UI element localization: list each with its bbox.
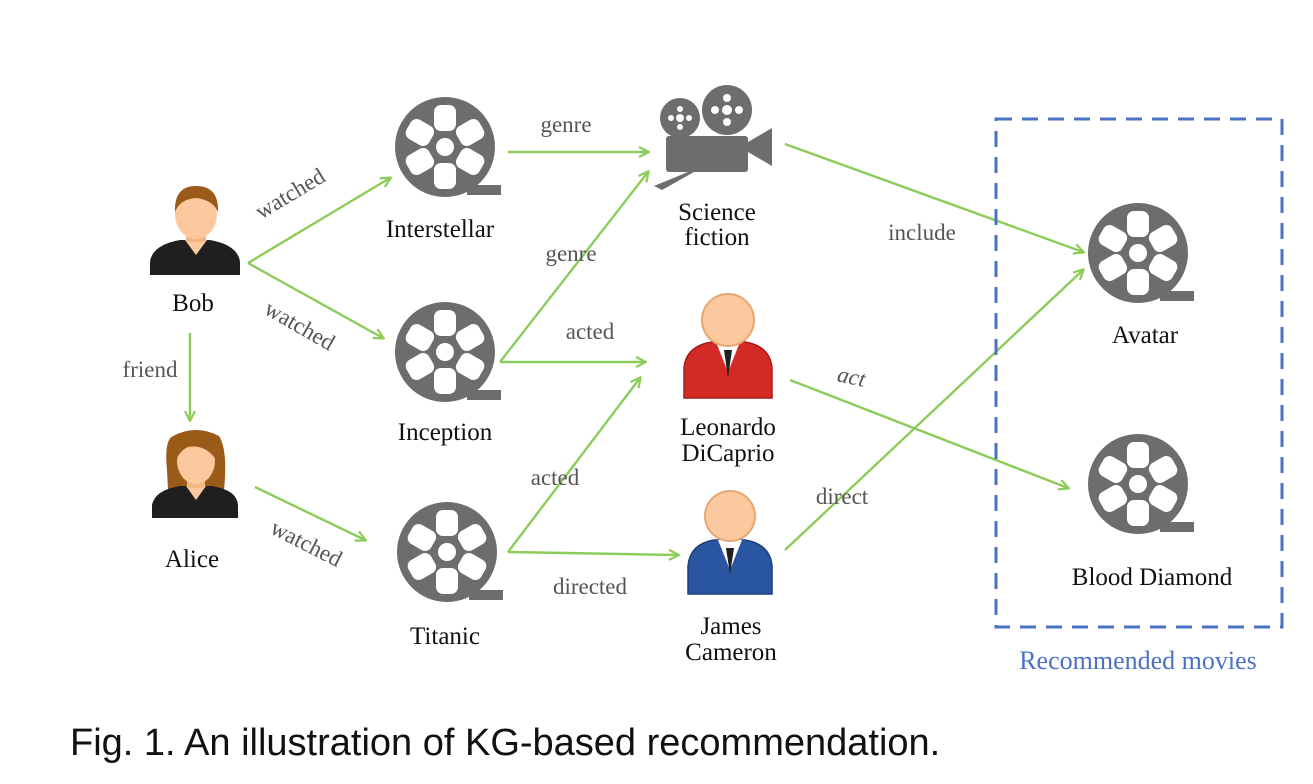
science-fiction-label-line1: Science — [678, 199, 756, 226]
edge-alice-titanic — [254, 485, 365, 540]
inception-node: Inception — [395, 302, 501, 446]
film-reel-icon — [1088, 203, 1194, 303]
alice-label: Alice — [165, 546, 219, 573]
edge-label-james-avatar: direct — [816, 484, 869, 509]
edge-inception-scifi — [499, 172, 648, 363]
film-reel-icon — [395, 97, 501, 197]
titanic-node: Titanic — [397, 502, 503, 650]
person-blue-suit-icon — [687, 490, 773, 595]
edge-label-bob-inception: watched — [260, 296, 339, 356]
edge-label-scifi-avatar: include — [888, 220, 956, 245]
science-fiction-label-line2: fiction — [684, 224, 750, 251]
leonardo-label-line2: DiCaprio — [681, 440, 774, 467]
recommended-box — [994, 117, 1284, 629]
film-reel-icon — [397, 502, 503, 602]
interstellar-node: Interstellar — [386, 97, 501, 243]
film-reel-icon — [395, 302, 501, 402]
james-label-line2: Cameron — [685, 639, 777, 666]
avatar-label: Avatar — [1112, 322, 1179, 349]
edge-label-inception-scifi: genre — [545, 241, 596, 266]
interstellar-label: Interstellar — [386, 216, 495, 243]
film-reel-icon — [1088, 434, 1194, 534]
inception-label: Inception — [398, 419, 493, 446]
edges — [190, 142, 1083, 555]
edge-label-interstellar-scifi: genre — [540, 112, 591, 137]
user-female-icon — [152, 430, 238, 518]
leonardo-label-line1: Leonardo — [680, 414, 776, 441]
science-fiction-node: Science fiction — [654, 85, 772, 251]
alice-node: Alice — [152, 430, 238, 573]
edge-bob-inception — [247, 261, 383, 338]
recommended-box-label: Recommended movies — [1019, 646, 1257, 675]
bob-label: Bob — [172, 290, 214, 317]
edge-label-alice-titanic: watched — [267, 515, 347, 572]
edge-label-titanic-leonardo: acted — [531, 465, 580, 490]
knowledge-graph-diagram: watched watched friend watched genre gen… — [123, 85, 1284, 675]
edge-james-avatar — [784, 270, 1083, 551]
edge-label-titanic-james: directed — [553, 574, 628, 599]
blood-diamond-node: Blood Diamond — [1072, 434, 1233, 591]
movie-camera-icon — [654, 85, 772, 190]
person-red-suit-icon — [683, 293, 773, 399]
blood-diamond-label: Blood Diamond — [1072, 564, 1233, 591]
james-label-line1: James — [700, 613, 761, 640]
edge-label-bob-alice: friend — [123, 357, 178, 382]
bob-node: Bob — [150, 186, 240, 317]
avatar-node: Avatar — [1088, 203, 1194, 349]
edge-label-bob-interstellar: watched — [251, 163, 330, 224]
titanic-label: Titanic — [410, 623, 480, 650]
figure-caption: Fig. 1. An illustration of KG-based reco… — [70, 722, 941, 764]
edge-label-leonardo-blooddiamond: act — [835, 362, 868, 392]
user-male-icon — [150, 186, 240, 275]
edge-bob-interstellar — [247, 178, 390, 265]
james-node: James Cameron — [685, 490, 777, 666]
edge-titanic-james — [507, 552, 678, 555]
leonardo-node: Leonardo DiCaprio — [680, 293, 776, 467]
edge-scifi-avatar — [784, 142, 1083, 252]
edge-titanic-leonardo — [507, 378, 640, 553]
edge-label-inception-leonardo: acted — [566, 319, 615, 344]
edge-leonardo-blooddiamond — [789, 378, 1068, 488]
